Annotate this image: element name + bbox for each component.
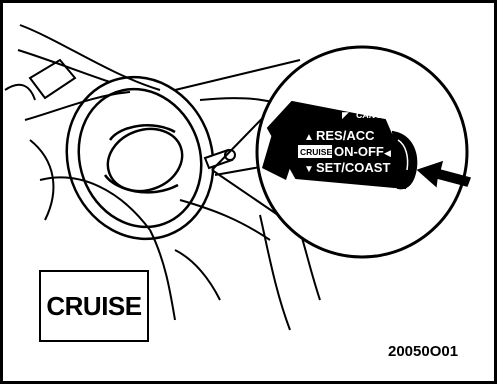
- cruise-indicator-box: CRUISE: [39, 270, 149, 342]
- cancel-arrow-icon: ◤: [342, 110, 349, 120]
- left-triangle-icon: ◀: [384, 148, 391, 158]
- cruise-indicator-label: CRUISE: [46, 291, 141, 322]
- on-off-label: ON-OFF: [334, 144, 384, 159]
- set-coast-label: SET/COAST: [316, 160, 390, 175]
- figure-code: 20050O01: [388, 343, 458, 360]
- down-triangle-icon: ▼: [304, 164, 314, 175]
- cruise-lever: CANCEL ◤ RES/ACC ▲ CRUISE ON-OFF ◀ ▼ SET…: [262, 102, 416, 188]
- up-triangle-icon: ▲: [304, 132, 314, 143]
- res-acc-label: RES/ACC: [316, 128, 375, 143]
- cancel-label: CANCEL: [356, 110, 394, 120]
- cruise-badge: CRUISE: [300, 147, 332, 157]
